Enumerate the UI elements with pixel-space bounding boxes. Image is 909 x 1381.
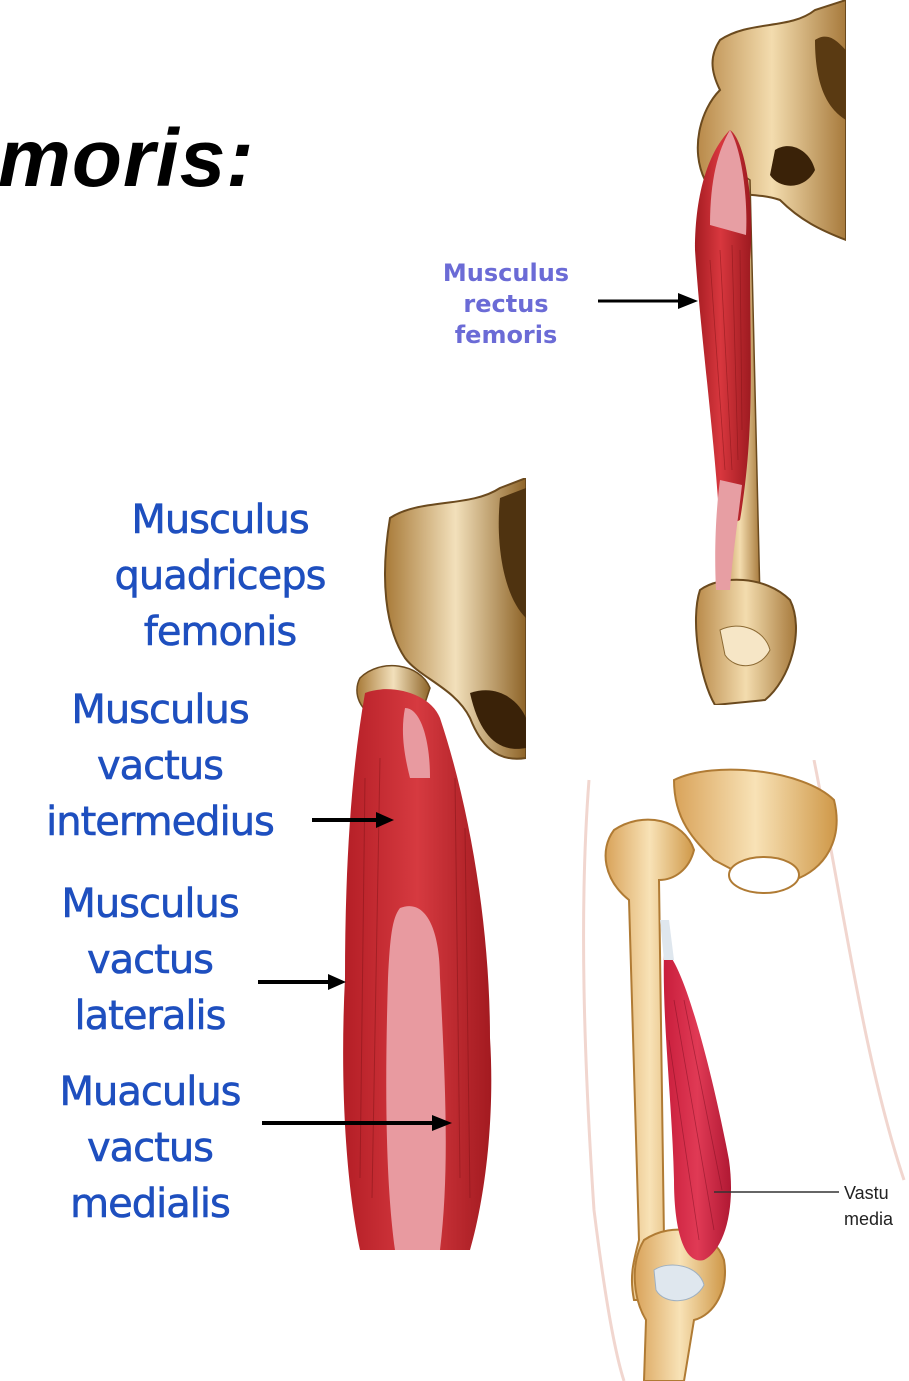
label-line: vactus: [10, 738, 310, 794]
vastus-medialis-label: Vastu media: [844, 1180, 893, 1232]
label-line: intermedius: [10, 794, 310, 850]
vastus-intermedius-label: Musculus vactus intermedius: [10, 682, 310, 850]
label-line: rectus: [420, 289, 592, 320]
label-line: femonis: [70, 604, 370, 660]
label-line: vactus: [0, 1120, 300, 1176]
quadriceps-figure: Musculus quadriceps femonis Musculus vac…: [0, 478, 526, 1250]
label-line: vactus: [0, 932, 300, 988]
slide-title: moris:: [0, 118, 255, 200]
label-line: Muaculus: [0, 1064, 300, 1120]
label-line: Musculus: [10, 682, 310, 738]
label-line: quadriceps: [70, 548, 370, 604]
vastus-lateralis-label: Musculus vactus lateralis: [0, 876, 300, 1044]
label-line: media: [844, 1206, 893, 1232]
label-line: femoris: [420, 320, 592, 351]
label-line: lateralis: [0, 988, 300, 1044]
vastus-medialis-figure: Vastu media: [574, 760, 909, 1381]
vastus-medialis-label: Muaculus vactus medialis: [0, 1064, 300, 1232]
quadriceps-header-label: Musculus quadriceps femonis: [70, 492, 370, 660]
vastus-medialis-illustration: [574, 760, 909, 1381]
label-line: Vastu: [844, 1180, 893, 1206]
label-line: Musculus: [0, 876, 300, 932]
label-line: Musculus: [70, 492, 370, 548]
label-line: medialis: [0, 1176, 300, 1232]
rectus-femoris-label: Musculus rectus femoris: [420, 258, 592, 351]
label-line: Musculus: [420, 258, 592, 289]
